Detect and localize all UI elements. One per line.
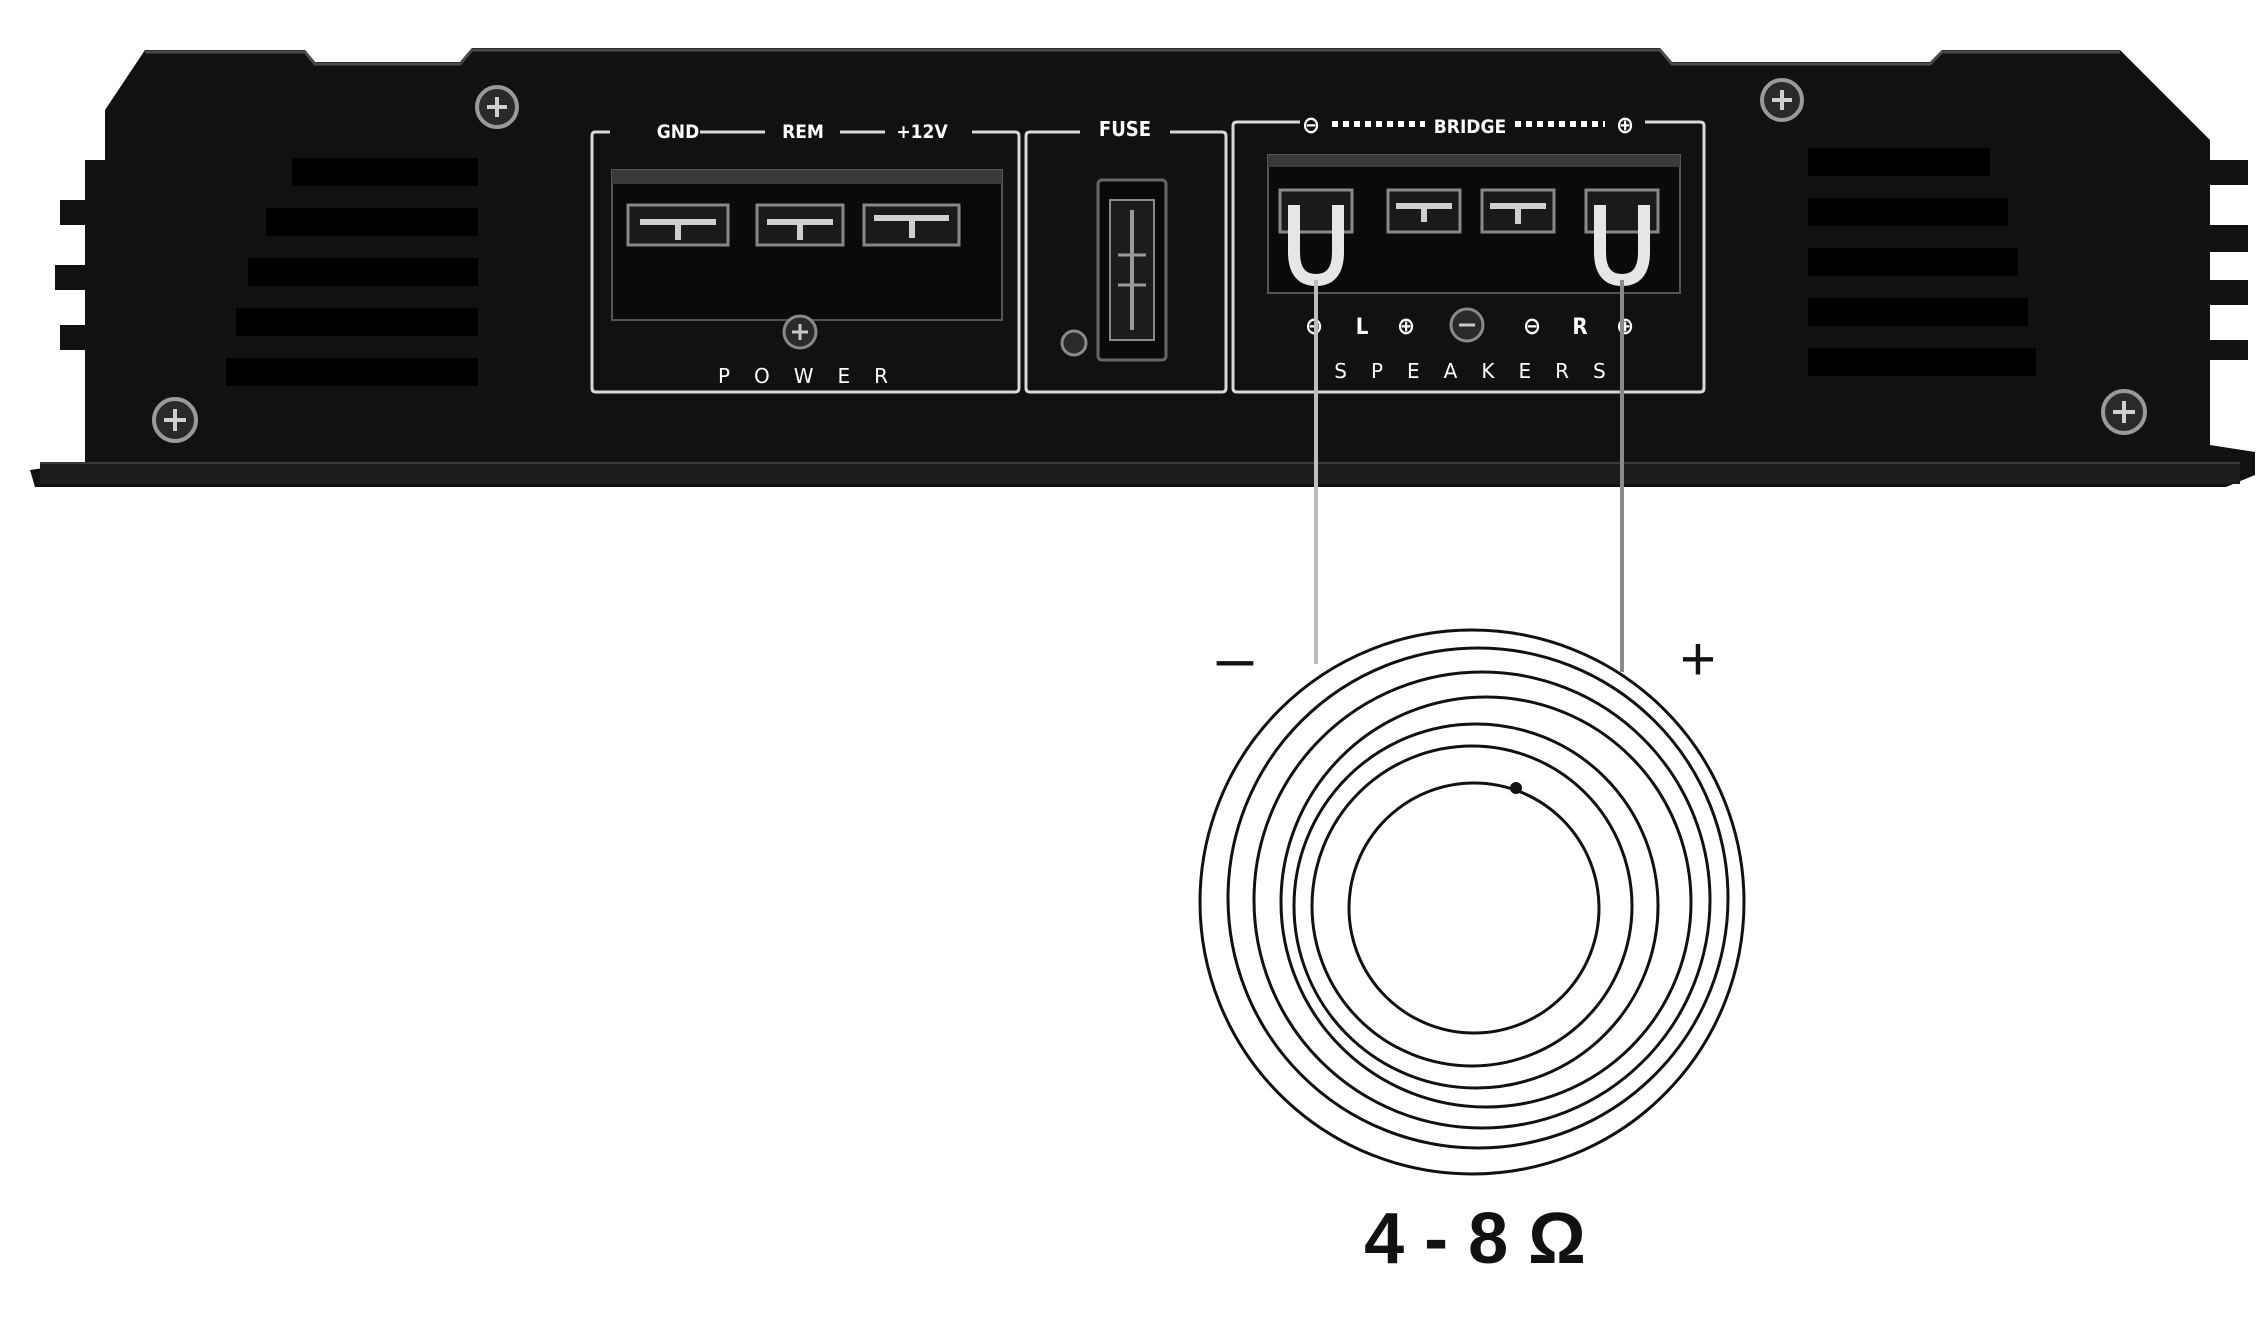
power-label: POWER [718,364,912,388]
left-vent-slots [226,158,478,386]
plus-12v-terminal[interactable] [862,203,961,247]
speaker-coil-icon [1198,628,1746,1176]
bridge-plus-symbol: ⊕ [1616,111,1634,139]
rem-label: REM [782,121,824,143]
right-minus-terminal[interactable] [1480,188,1556,234]
right-vent-slots [1808,148,2036,376]
speakers-label: SPEAKERS [1334,359,1629,383]
screw-icon [1060,329,1088,357]
bridge-label: BRIDGE [1434,116,1506,138]
fuse-holder[interactable] [1096,178,1168,362]
speaker-minus-label: – [1217,620,1254,694]
left-channel-label: L [1356,315,1369,340]
rem-terminal[interactable] [755,203,845,247]
right-channel-label: R [1572,315,1587,340]
screw-icon [1760,78,1804,122]
impedance-label: 4 - 8 Ω [1364,1199,1586,1279]
speaker-plus-label: + [1680,625,1716,694]
left-plus-terminal[interactable] [1386,188,1462,234]
fuse-label: FUSE [1099,117,1151,141]
gnd-label: GND [657,121,700,143]
screw-icon [1449,307,1485,343]
power-terminal-group: GND REM +12V POWER [590,121,1021,394]
speaker-terminal-group: ⊖ ⊕ BRIDGE ⊖ L ⊕ [1231,111,1706,394]
screw-icon [475,85,519,129]
screw-icon [152,397,198,443]
gnd-terminal[interactable] [626,203,730,247]
plus-12v-label: +12V [896,121,948,143]
bridge-minus-symbol: ⊖ [1302,111,1320,139]
screw-icon [2101,389,2147,435]
left-plus-mark: ⊕ [1397,312,1415,340]
screw-icon [782,314,818,350]
right-minus-mark: ⊖ [1523,312,1541,340]
fuse-group: FUSE [1024,117,1228,394]
right-plus-mark: ⊕ [1616,312,1634,340]
